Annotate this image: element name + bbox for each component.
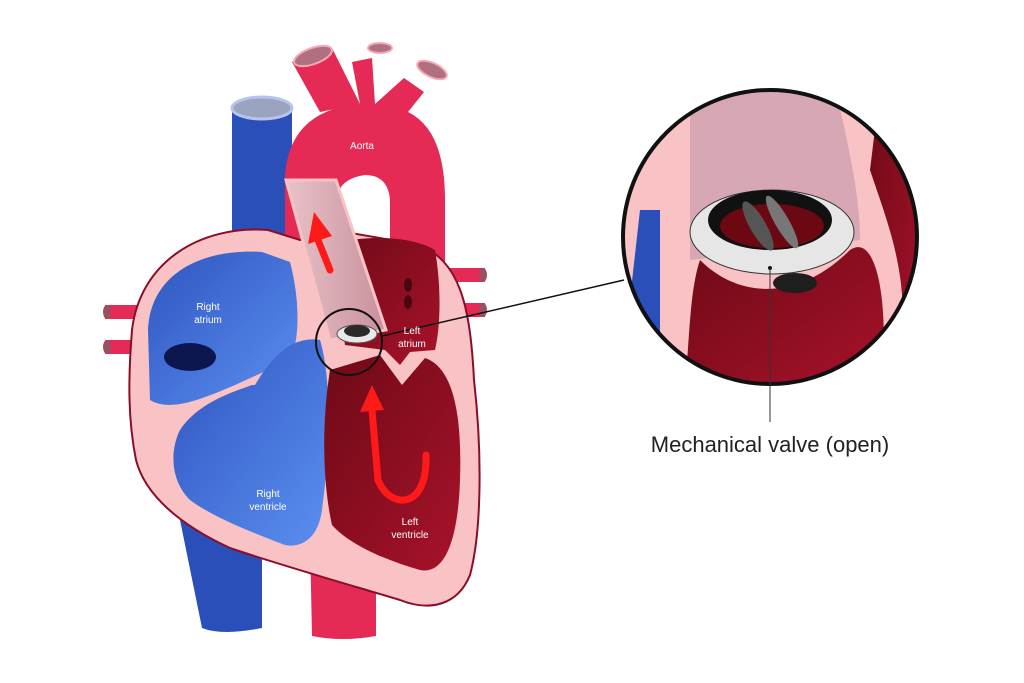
label-right-atrium-1: Right <box>196 302 220 313</box>
right-atrium-opening <box>164 343 216 371</box>
label-right-atrium-2: atrium <box>194 315 222 326</box>
arrow-head-aorta <box>308 212 332 244</box>
left-ventricle <box>324 355 461 571</box>
magnify-ring <box>315 308 383 376</box>
callout-label: Mechanical valve (open) <box>651 432 889 457</box>
superior-vena-cava <box>230 95 294 248</box>
valve-leaflet-1 <box>742 201 774 251</box>
label-left-atrium-1: Left <box>404 326 421 337</box>
valve-leaflet-2 <box>765 195 799 249</box>
flow-arrows <box>314 236 430 504</box>
label-left-ventricle-2: ventricle <box>391 530 429 541</box>
ascending-aorta <box>284 178 388 342</box>
leader-line <box>381 279 625 337</box>
label-right-ventricle-1: Right <box>256 489 280 500</box>
right-ventricle <box>173 339 329 546</box>
mechanical-valve <box>336 324 378 344</box>
label-right-ventricle-2: ventricle <box>249 502 287 513</box>
label-left-ventricle-1: Left <box>402 517 419 528</box>
label-aorta: Aorta <box>350 141 374 152</box>
arrow-head-ventricle <box>360 385 384 412</box>
label-left-atrium-2: atrium <box>398 339 426 350</box>
